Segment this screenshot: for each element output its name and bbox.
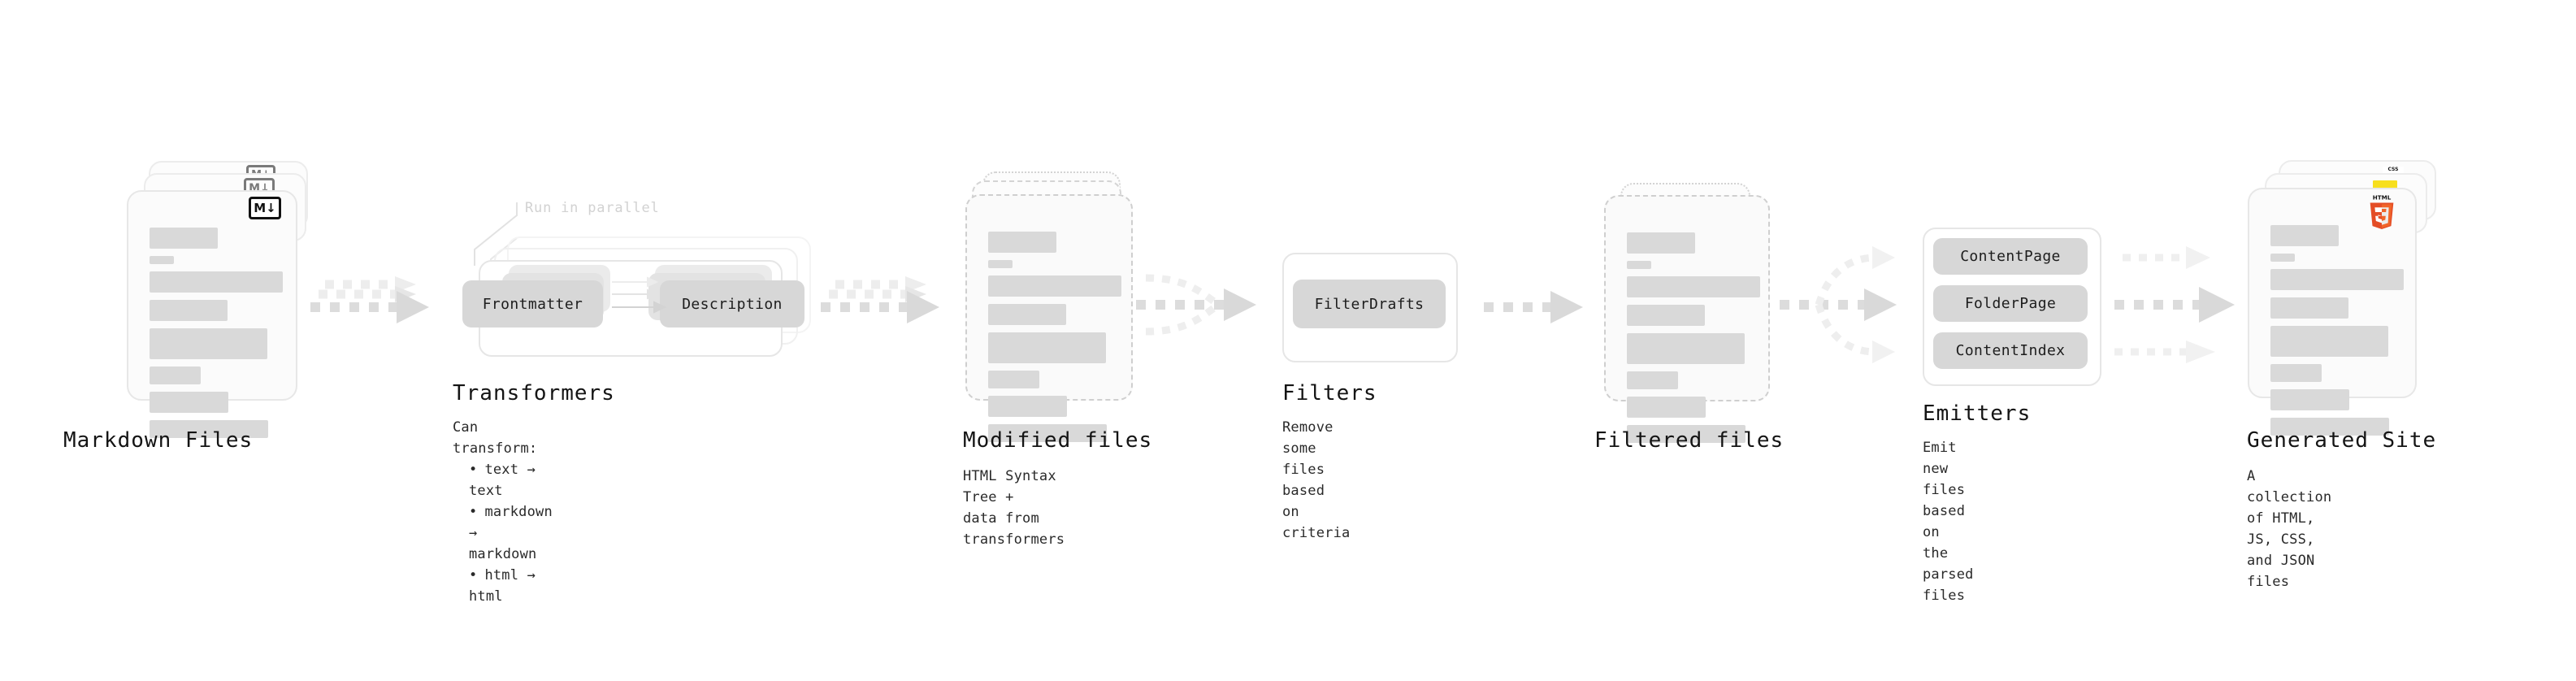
stage-title-modified-files: Modified files <box>963 428 1153 453</box>
content-bar <box>2270 364 2322 382</box>
stage-title-filters: Filters <box>1282 381 1377 406</box>
content-bar <box>2270 225 2339 246</box>
subtitle-line: the parsed files <box>1923 545 1974 604</box>
filtered-file-card <box>1604 195 1770 443</box>
content-bar <box>988 332 1106 363</box>
transformers-subtitle: Can transform: text → text markdown → ma… <box>453 417 553 607</box>
content-bar <box>988 396 1067 417</box>
svg-text:HTML: HTML <box>2373 194 2392 202</box>
html5-icon: HTML <box>2370 194 2394 229</box>
content-bar <box>2270 326 2388 357</box>
connector-emitters-to-site <box>2114 246 2235 363</box>
file-content-lines <box>2270 225 2404 443</box>
subtitle-line: on criteria <box>1282 504 1351 541</box>
emitter-pill-folderpage[interactable]: FolderPage <box>1933 285 2088 322</box>
subtitle-line: HTML Syntax Tree + <box>963 468 1056 505</box>
connector-filters-to-filtered <box>1484 291 1583 323</box>
modified-file-card <box>965 194 1133 442</box>
content-bar <box>1627 425 1746 443</box>
stage-title-generated-site: Generated Site <box>2247 428 2437 453</box>
emitters-subtitle: Emit new files based on the parsed files <box>1923 437 1974 606</box>
content-bar <box>1627 261 1651 269</box>
connector-modified-to-filters <box>1136 274 1256 336</box>
filter-pill-filterdrafts[interactable]: FilterDrafts <box>1293 280 1446 328</box>
content-bar <box>150 271 283 293</box>
emitter-pill-contentpage[interactable]: ContentPage <box>1933 238 2088 275</box>
content-bar <box>1627 276 1760 297</box>
file-content-lines <box>150 228 283 445</box>
content-bar <box>1627 397 1706 418</box>
capability-item: markdown → markdown <box>469 501 553 565</box>
content-bar <box>1627 232 1695 254</box>
content-bar <box>150 328 267 359</box>
content-bar <box>2270 418 2389 436</box>
modified-files-subtitle: HTML Syntax Tree + data from transformer… <box>963 466 1065 550</box>
transformer-inner-arrows <box>612 276 667 314</box>
content-bar <box>150 392 228 413</box>
subtitle-line: JS, CSS, and JSON files <box>2247 531 2315 590</box>
content-bar <box>1627 371 1678 389</box>
subtitle-line: A collection of HTML, <box>2247 468 2332 527</box>
capability-item: html → html <box>469 565 553 607</box>
content-bar <box>150 256 174 264</box>
subtitle-line: Remove some files based <box>1282 419 1334 499</box>
subtitle-line: data from transformers <box>963 510 1065 548</box>
run-in-parallel-label: Run in parallel <box>525 200 660 216</box>
transformer-pill-description[interactable]: Description <box>660 280 804 327</box>
content-bar <box>988 275 1121 297</box>
stage-title-emitters: Emitters <box>1923 401 2032 426</box>
transformers-subtitle-heading: Can transform: <box>453 419 538 457</box>
transformers-capability-list: text → text markdown → markdown html → h… <box>453 459 553 607</box>
content-bar <box>988 304 1066 325</box>
content-bar <box>1627 333 1745 364</box>
content-bar <box>150 367 201 384</box>
stage-title-markdown-files: Markdown Files <box>63 428 254 453</box>
stage-title-transformers: Transformers <box>453 381 615 406</box>
file-content-lines <box>1627 232 1760 450</box>
file-content-lines <box>988 232 1121 449</box>
content-bar <box>1627 305 1705 326</box>
connector-transformers-to-modified <box>821 276 939 323</box>
stage-title-filtered-files: Filtered files <box>1594 428 1785 453</box>
transformer-pill-frontmatter[interactable]: Frontmatter <box>462 280 603 327</box>
markdown-file-card <box>127 190 297 438</box>
connector-filtered-to-emitters <box>1780 246 1897 363</box>
content-bar <box>2270 254 2295 262</box>
content-bar <box>988 260 1013 268</box>
emitter-pill-contentindex[interactable]: ContentIndex <box>1933 332 2088 369</box>
content-bar <box>2270 269 2404 290</box>
content-bar <box>988 232 1056 253</box>
content-bar <box>988 424 1107 442</box>
capability-item: text → text <box>469 459 553 501</box>
content-bar <box>150 228 218 249</box>
filters-subtitle: Remove some files based on criteria <box>1282 417 1350 544</box>
subtitle-line: Emit new files based on <box>1923 440 1966 540</box>
markdown-icon: M↓ <box>249 197 281 219</box>
generated-site-card <box>2248 188 2417 436</box>
content-bar <box>2270 297 2348 319</box>
content-bar <box>2270 389 2349 410</box>
content-bar <box>150 300 228 321</box>
connector-markdown-to-transformers <box>310 276 429 323</box>
content-bar <box>150 420 268 438</box>
content-bar <box>988 371 1039 388</box>
generated-site-subtitle: A collection of HTML, JS, CSS, and JSON … <box>2247 466 2331 592</box>
